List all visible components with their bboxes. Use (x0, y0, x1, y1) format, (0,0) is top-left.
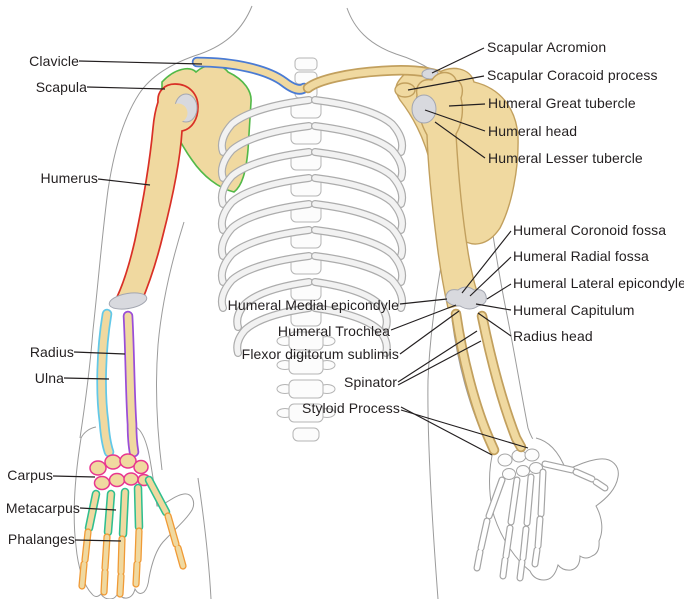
leader-lines (52, 47, 529, 542)
left-forearm (96, 308, 140, 458)
left-arm (108, 83, 199, 310)
label-scapular-acromion: Scapular Acromion (487, 39, 607, 55)
left-phalanges (78, 512, 187, 598)
label-humeral-head: Humeral head (488, 123, 578, 139)
label-phalanges: Phalanges (7, 531, 75, 547)
right-hand (473, 437, 619, 582)
label-humeral-coronoid-fossa: Humeral Coronoid fossa (513, 222, 667, 238)
label-radius: Radius (29, 344, 74, 360)
coracoid-process (394, 82, 416, 98)
label-humeral-trochlea: Humeral Trochlea (277, 323, 390, 339)
label-scapular-coracoid-process: Scapular Coracoid process (487, 67, 658, 83)
label-humeral-great-tubercle: Humeral Great tubercle (488, 95, 636, 111)
left-metacarpals (84, 475, 171, 539)
label-clavicle: Clavicle (29, 53, 79, 69)
label-carpus: Carpus (7, 467, 53, 483)
label-humerus: Humerus (40, 170, 98, 186)
right-phalanges (473, 468, 609, 582)
label-scapula: Scapula (35, 79, 87, 95)
right-carpals (497, 448, 543, 480)
right-humerus (415, 71, 481, 309)
label-humeral-lesser-tubercle: Humeral Lesser tubercle (488, 150, 643, 166)
label-radius-head: Radius head (513, 328, 593, 344)
right-metacarpals (485, 460, 576, 527)
spine (276, 57, 336, 442)
label-spinator: Spinator (344, 374, 397, 390)
label-humeral-capitulum: Humeral Capitulum (513, 302, 635, 318)
label-humeral-radial-fossa: Humeral Radial fossa (513, 248, 649, 264)
left-humerus (115, 83, 199, 305)
left-elbow-joint (108, 292, 148, 310)
label-humeral-medial-epicondyle: Humeral Medial epicondyle (227, 297, 399, 313)
right-humeral-head (411, 94, 437, 124)
label-metacarpus: Metacarpus (5, 500, 80, 516)
label-styloid-process: Styloid Process (302, 400, 400, 416)
left-clavicle (191, 56, 310, 95)
label-flexor-digitorum-sublimis: Flexor digitorum sublimis (241, 346, 399, 362)
label-humeral-lateral-epicondyle: Humeral Lateral epicondyle (513, 275, 684, 291)
label-ulna: Ulna (34, 370, 64, 386)
